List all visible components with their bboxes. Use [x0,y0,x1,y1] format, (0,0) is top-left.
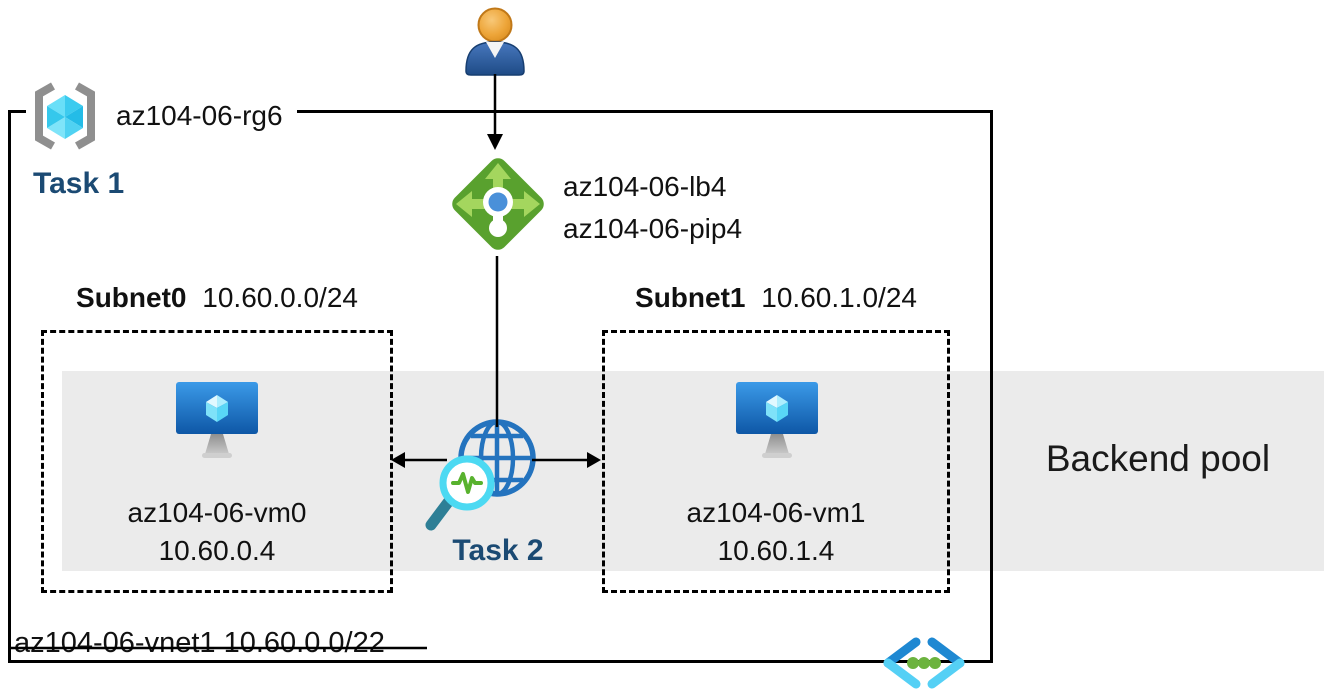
vm1-ip: 10.60.1.4 [717,535,835,566]
resource-group-header: az104-06-rg6 [26,80,297,152]
virtual-machine-icon [176,382,258,458]
subnet1-cidr: 10.60.1.0/24 [761,282,917,313]
code-script-icon [883,637,965,689]
resource-group-icon [35,82,95,150]
resource-group-label: az104-06-rg6 [116,100,283,131]
load-balancer-name: az104-06-lb4 [563,171,727,202]
backend-pool-label: Backend pool [1045,438,1271,479]
network-watcher-icon [425,419,536,531]
resource-group-box [8,110,993,663]
subnet0-cidr: 10.60.0.0/24 [202,282,358,313]
user-icon [465,7,525,76]
subnet0-header: Subnet0 10.60.0.0/24 [41,282,393,314]
load-balancer-icon [452,158,544,250]
subnet1-name: Subnet1 [635,282,746,313]
vm0-ip: 10.60.0.4 [158,535,276,566]
backend-pool-band [62,371,1324,571]
load-balancer-labels: az104-06-lb4 az104-06-pip4 [563,166,742,250]
task1-label: Task 1 [33,167,125,200]
subnet0-name: Subnet0 [76,282,187,313]
virtual-machine-icon [736,382,818,458]
public-ip-name: az104-06-pip4 [563,213,743,244]
subnet1-box [602,330,950,593]
vm0-name: az104-06-vm0 [127,497,307,528]
task2-label: Task 2 [452,534,544,567]
vnet-label: az104-06-vnet1 10.60.0.0/22 [14,627,385,659]
vm1-name: az104-06-vm1 [686,497,866,528]
subnet1-header: Subnet1 10.60.1.0/24 [602,282,950,314]
